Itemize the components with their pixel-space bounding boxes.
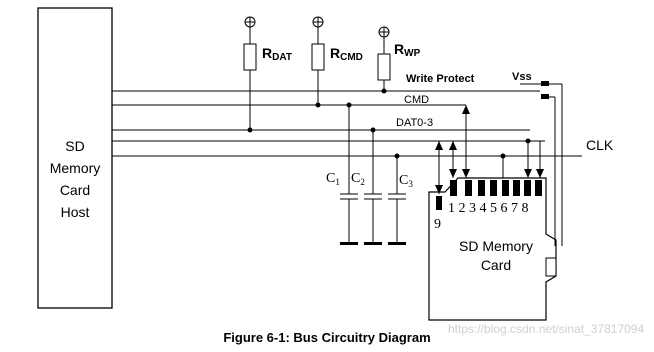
host-label-line2: Memory	[50, 160, 101, 176]
pin-8	[535, 180, 542, 196]
cmd-label: CMD	[404, 94, 429, 106]
capacitor-c1	[340, 105, 358, 243]
pin-9-label: 9	[434, 217, 441, 232]
vss-contact-1	[541, 81, 549, 86]
capacitor-c3	[388, 156, 406, 243]
resistor-dat	[243, 43, 257, 71]
supply-symbol-dat	[244, 16, 256, 44]
pin-4	[490, 180, 497, 196]
sd-card-label-line2: Card	[481, 257, 511, 273]
junction-dots	[247, 88, 531, 159]
pin-9	[436, 196, 442, 210]
pin-7	[524, 180, 531, 196]
ground-bar-c2	[364, 242, 382, 245]
resistor-cmd	[311, 43, 325, 71]
resistor-wp	[377, 53, 391, 81]
pin-2	[465, 180, 472, 196]
host-label-line4: Host	[61, 204, 90, 220]
ground-bar-c3	[388, 242, 406, 245]
vss-label: Vss	[512, 71, 532, 83]
pins-1-8	[450, 180, 457, 196]
capacitor-c2-label: C2	[351, 171, 365, 187]
pin-5	[502, 180, 509, 196]
sd-card-label-line1: SD Memory	[459, 238, 533, 254]
pin-3	[478, 180, 485, 196]
host-label-line1: SD	[65, 138, 84, 154]
capacitor-c2	[364, 130, 382, 243]
card-connection-arrows	[435, 105, 544, 194]
resistor-drops	[249, 70, 385, 130]
dat-label: DAT0-3	[396, 117, 433, 129]
pin-6	[513, 180, 520, 196]
supply-symbol-cmd	[312, 16, 324, 44]
watermark: https://blog.csdn.net/sinat_37817094	[448, 322, 645, 336]
host-box	[37, 7, 113, 309]
figure-caption: Figure 6-1: Bus Circuitry Diagram	[223, 330, 431, 345]
vss-contact-2	[541, 94, 549, 99]
resistor-cmd-label: RCMD	[330, 45, 363, 63]
capacitor-c3-label: C3	[399, 173, 413, 189]
supply-symbol-wp	[378, 26, 390, 54]
write-protect-tab	[545, 257, 557, 277]
pin-numbers-1-8: 1 2 3 4 5 6 7 8	[448, 201, 529, 216]
host-label-line3: Card	[60, 182, 90, 198]
vss-wiring	[520, 83, 563, 246]
clk-label: CLK	[586, 137, 614, 153]
resistor-wp-label: RWP	[394, 41, 421, 59]
resistor-dat-label: RDAT	[262, 45, 292, 63]
write-protect-label: Write Protect	[406, 73, 475, 85]
ground-bar-c1	[340, 242, 358, 245]
capacitor-c1-label: C1	[326, 171, 340, 187]
